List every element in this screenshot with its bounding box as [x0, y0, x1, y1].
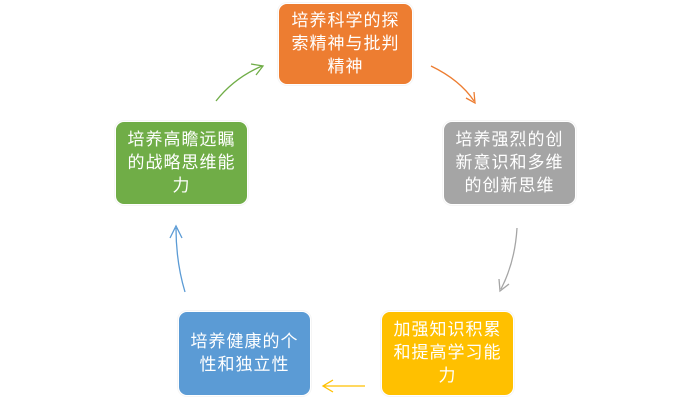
node-innovation-awareness: 培养强烈的创新意识和多维的创新思维: [443, 121, 576, 205]
arrow-top-to-right: [430, 65, 476, 105]
arrow-right-to-bottom-right: [498, 227, 518, 293]
node-label: 培养高瞻远瞩的战略思维能力: [127, 129, 236, 196]
node-strategic-thinking: 培养高瞻远瞩的战略思维能力: [115, 121, 248, 205]
arrow-bottom-right-to-bottom-left: [321, 379, 365, 393]
node-label: 培养科学的探索精神与批判精神: [291, 10, 400, 77]
arrow-left-to-top: [215, 63, 265, 102]
node-scientific-spirit: 培养科学的探索精神与批判精神: [278, 3, 413, 85]
arrow-bottom-left-to-left: [169, 224, 186, 293]
node-knowledge-learning: 加强知识积累和提高学习能力: [381, 311, 514, 396]
node-label: 培养强烈的创新意识和多维的创新思维: [455, 129, 564, 196]
node-personality-independence: 培养健康的个性和独立性: [178, 311, 311, 396]
node-label: 培养健康的个性和独立性: [190, 331, 299, 375]
node-label: 加强知识积累和提高学习能力: [393, 320, 502, 386]
